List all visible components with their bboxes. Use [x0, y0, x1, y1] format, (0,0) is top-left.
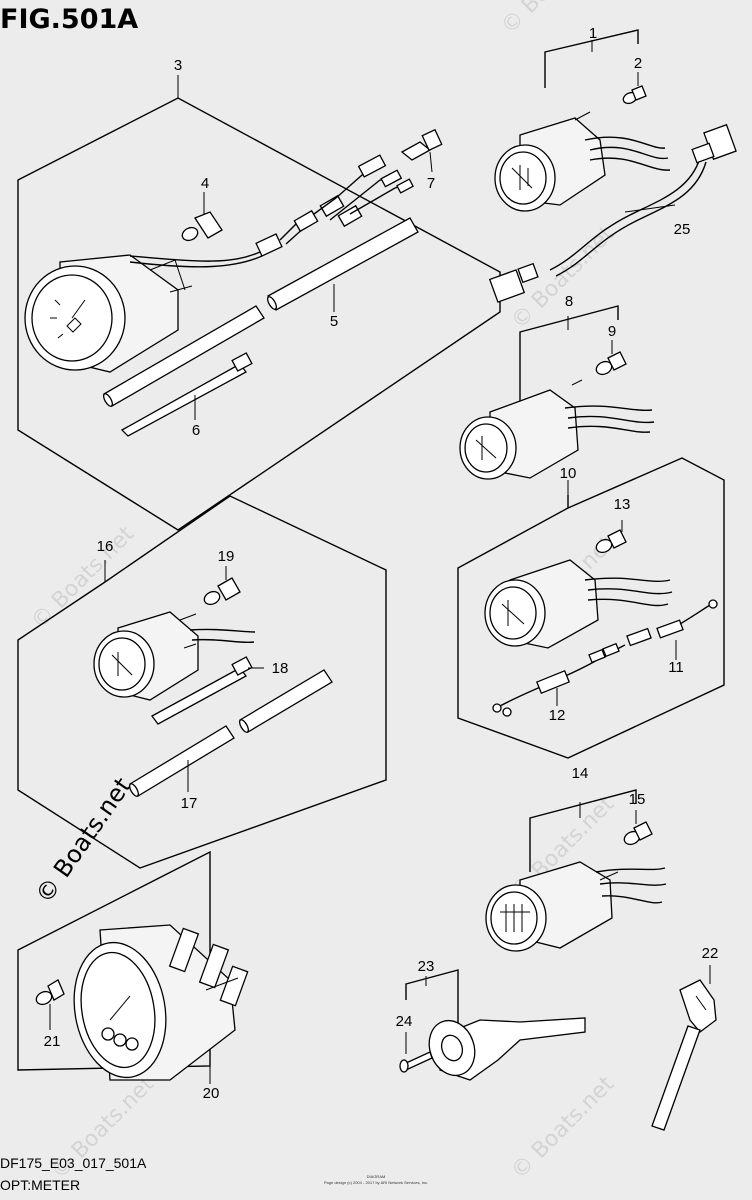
screw-7: [400, 128, 443, 173]
callout-8: 8: [565, 293, 573, 310]
cable-tie-6: [120, 352, 253, 437]
bulb-15: [623, 810, 653, 846]
watermark-text: © Boats.net: [507, 1071, 620, 1184]
callout-11: 11: [668, 659, 684, 676]
gauge-1: [494, 111, 671, 212]
callout-12: 12: [549, 707, 566, 724]
fine-print-line-2: Page design (c) 2004 - 2017 by ARI Netwo…: [324, 1180, 428, 1185]
cable-tie-18: [151, 656, 264, 725]
callout-4: 4: [201, 175, 209, 192]
kit-1-outline: [544, 29, 639, 88]
screw-24: [399, 1032, 433, 1073]
callout-2: 2: [634, 55, 642, 72]
callout-3: 3: [174, 57, 182, 74]
callout-21: 21: [44, 1033, 61, 1050]
callout-22: 22: [702, 945, 719, 962]
callout-1: 1: [589, 25, 597, 42]
callout-9: 9: [608, 323, 616, 340]
figure-section: OPT:METER: [0, 1177, 80, 1193]
callout-13: 13: [614, 496, 631, 513]
gauge-14: [485, 861, 667, 952]
callout-5: 5: [330, 313, 338, 330]
callout-14: 14: [572, 765, 589, 782]
callout-24: 24: [396, 1013, 413, 1030]
bulb-2: [622, 72, 647, 105]
bulb-9: [595, 340, 627, 376]
callout-19: 19: [218, 548, 235, 565]
bulb-13: [595, 520, 627, 554]
fine-print-line-1: DIAGRAM: [367, 1174, 386, 1179]
kit-16-outline: [17, 495, 387, 869]
kit-10-outline: [457, 457, 725, 759]
callout-6: 6: [192, 422, 200, 439]
bulb-21: [35, 979, 65, 1030]
figure-title: FIG.501A: [0, 4, 138, 35]
lead-wire-12: [492, 642, 626, 717]
figure-code: DF175_E03_017_501A: [0, 1155, 147, 1171]
gauge-10: [484, 559, 673, 649]
kit-23-outline: [405, 969, 459, 1032]
watermark-text: © Boats.net: [30, 772, 137, 908]
callout-labels: 1 2 3 4 5 6 7 8 9 10 11 12 13 14 15 16 1…: [44, 25, 719, 1102]
kit-3-outline: [17, 75, 501, 531]
extension-harness-25: [488, 123, 737, 303]
sensor-22: [651, 965, 717, 1131]
meter-20: [73, 924, 249, 1081]
bulb-socket-4: [181, 192, 223, 242]
tube-17: [128, 669, 333, 797]
callout-17: 17: [181, 795, 198, 812]
gauge-16: [93, 611, 256, 701]
holder-23: [428, 1017, 586, 1081]
watermark-text: © Boats.net: [27, 521, 140, 634]
callout-15: 15: [629, 791, 646, 808]
callout-10: 10: [560, 465, 577, 482]
callout-25: 25: [674, 221, 691, 238]
kit-3-harness: [129, 154, 414, 268]
kit-14-outline: [529, 789, 637, 872]
callout-7: 7: [427, 175, 435, 192]
tachometer-gauge: [24, 254, 193, 373]
callout-23: 23: [418, 958, 435, 975]
kit-8-outline: [519, 305, 619, 405]
kit-20-outline: [17, 850, 211, 1084]
callout-18: 18: [272, 660, 289, 677]
callout-16: 16: [97, 538, 114, 555]
bulb-19: [203, 566, 241, 606]
lead-wire-11: [626, 599, 718, 660]
tube-5: [102, 217, 419, 407]
gauge-8: [459, 379, 655, 480]
callout-20: 20: [203, 1085, 220, 1102]
